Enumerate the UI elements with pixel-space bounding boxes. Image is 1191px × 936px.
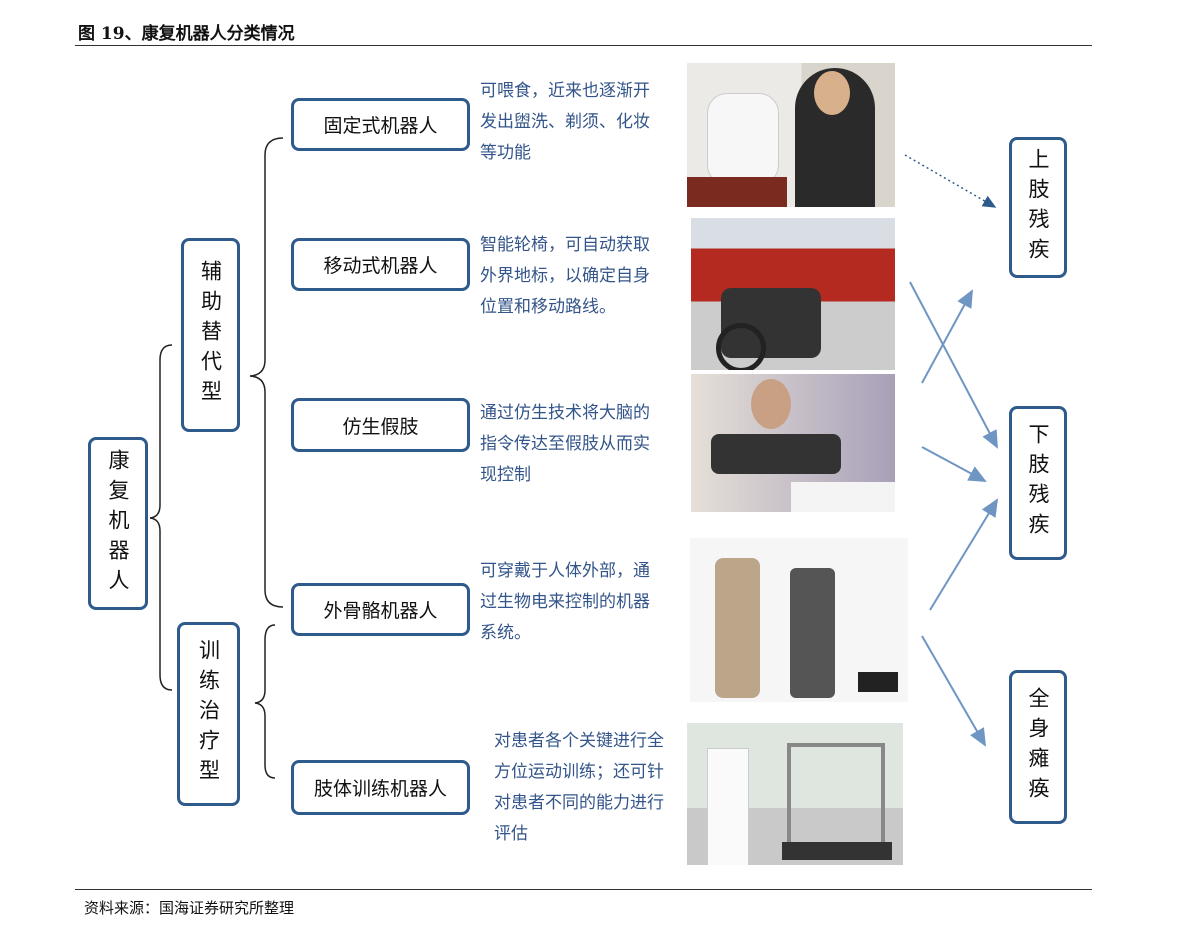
arrow-exo-lower <box>929 498 999 611</box>
target-label: 全身瘫痪 <box>1026 687 1050 807</box>
robot-exoskeleton: 外骨骼机器人 <box>291 583 470 636</box>
arrow-prosthetic-lower <box>921 446 987 482</box>
photo-exoskeleton <box>690 538 908 702</box>
robot-description: 对患者各个关键进行全方位运动训练；还可针对患者不同的能力进行评估 <box>494 731 664 844</box>
category-label: 辅助替代型 <box>198 260 223 410</box>
category-assist: 辅助替代型 <box>181 238 240 432</box>
root-node: 康复机器人 <box>88 437 148 610</box>
robot-label: 仿生假肢 <box>342 415 419 438</box>
brace-assist <box>249 137 284 608</box>
root-label: 康复机器人 <box>106 448 130 599</box>
photo-limb-training <box>687 723 903 865</box>
figure-title: 图 19、康复机器人分类情况 <box>78 24 295 44</box>
photo-smart-wheelchair <box>691 218 895 370</box>
robot-mobile: 移动式机器人 <box>291 238 470 291</box>
footer-divider <box>75 889 1092 890</box>
photo-feeding-robot <box>687 63 895 207</box>
robot-description: 可喂食，近来也逐渐开发出盥洗、剃须、化妆等功能 <box>480 81 650 163</box>
robot-label: 外骨骼机器人 <box>323 600 438 622</box>
title-divider <box>75 45 1092 46</box>
source-note: 资料来源：国海证券研究所整理 <box>84 899 295 917</box>
robot-description: 可穿戴于人体外部，通过生物电来控制的机器系统。 <box>480 561 650 643</box>
target-upper-limb: 上肢残疾 <box>1009 137 1067 278</box>
robot-label: 肢体训练机器人 <box>313 778 447 800</box>
robot-label: 固定式机器人 <box>323 115 438 137</box>
brace-root <box>149 344 173 691</box>
arrow-fixed-upper <box>904 154 997 208</box>
category-training: 训练治疗型 <box>177 622 240 806</box>
robot-prosthetic: 仿生假肢 <box>291 398 470 452</box>
robot-label: 移动式机器人 <box>323 255 438 277</box>
target-lower-limb: 下肢残疾 <box>1009 406 1067 560</box>
arrow-prosthetic-upper <box>921 289 973 384</box>
robot-limb-training: 肢体训练机器人 <box>291 760 470 815</box>
target-label: 上肢残疾 <box>1026 147 1050 268</box>
brace-training <box>254 624 276 779</box>
category-label: 训练治疗型 <box>196 639 221 789</box>
arrow-exo-paralysis <box>921 635 987 747</box>
target-paralysis: 全身瘫痪 <box>1009 670 1067 824</box>
robot-description: 通过仿生技术将大脑的指令传达至假肢从而实现控制 <box>480 403 650 485</box>
robot-fixed: 固定式机器人 <box>291 98 470 151</box>
robot-description: 智能轮椅，可自动获取外界地标，以确定自身位置和移动路线。 <box>480 235 650 317</box>
photo-bionic-prosthetic <box>691 374 895 512</box>
target-label: 下肢残疾 <box>1026 423 1050 543</box>
arrow-mobile-lower <box>909 281 998 449</box>
